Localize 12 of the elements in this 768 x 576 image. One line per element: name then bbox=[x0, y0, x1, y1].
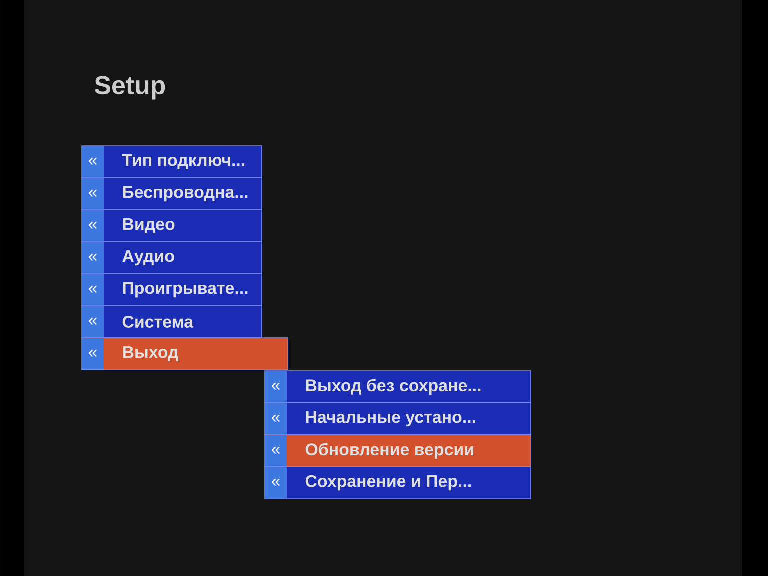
title: Setup bbox=[94, 76, 166, 100]
menu-item: « Выход bbox=[82, 338, 288, 370]
menu-item: « Система bbox=[82, 306, 262, 338]
menu-item: « Видео bbox=[82, 210, 262, 242]
menu-item: « Проигрывате... bbox=[82, 274, 262, 306]
menu-item: « Сохранение и Пер... bbox=[264, 466, 532, 500]
menu-item: « Беспроводна... bbox=[82, 178, 262, 210]
menu-item: « Начальные устано... bbox=[264, 402, 532, 436]
menu-item: « Выход без сохране... bbox=[264, 370, 532, 404]
menu-item: « Обновление версии bbox=[264, 434, 532, 468]
menu-item: « Тип подключ... bbox=[82, 146, 262, 178]
menu-item: « Аудио bbox=[82, 242, 262, 274]
